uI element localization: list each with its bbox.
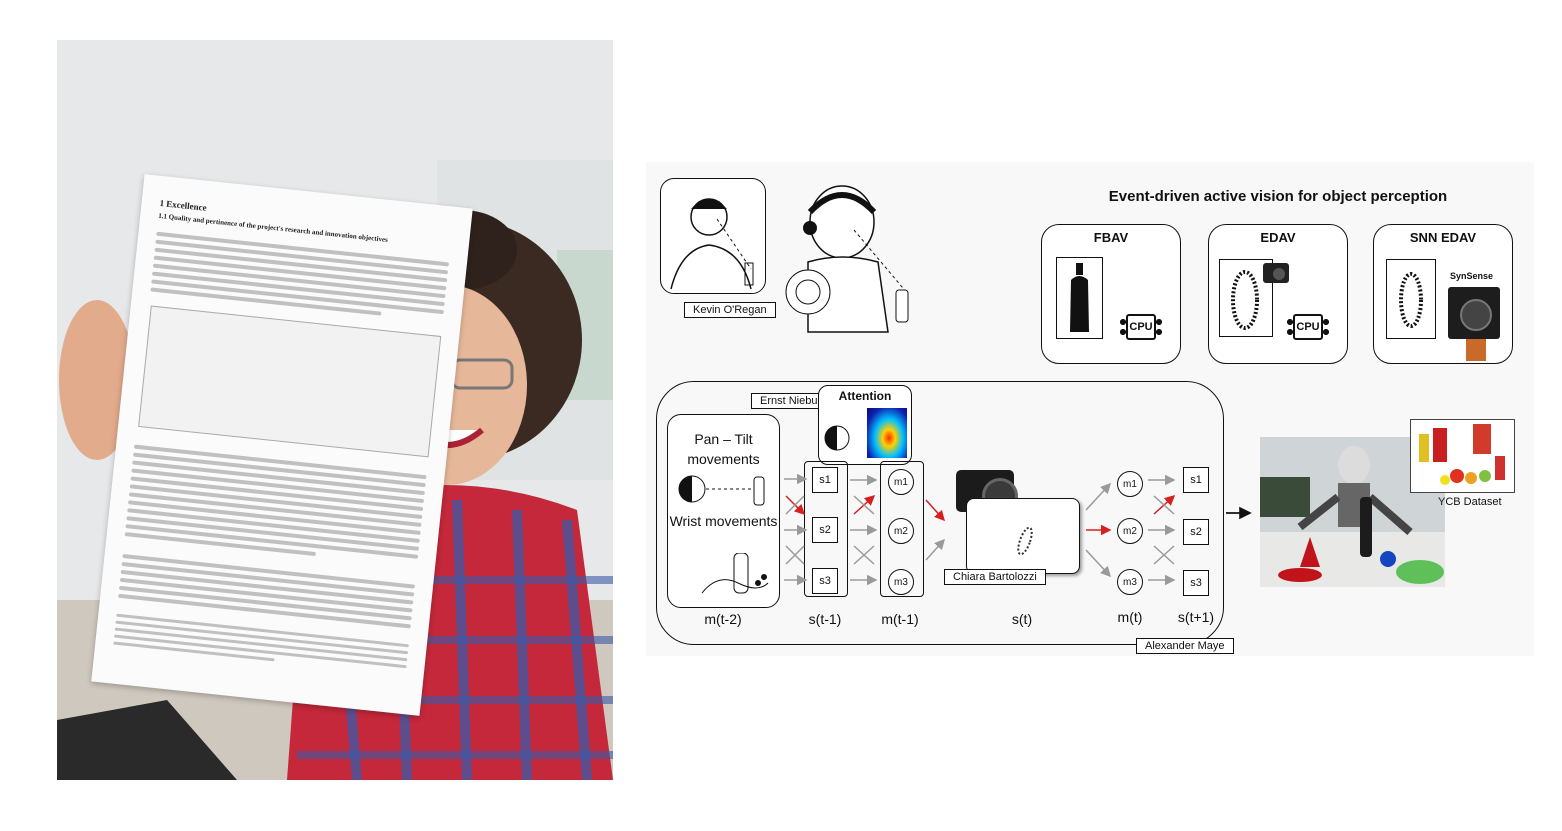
label-alexander-maye: Alexander Maye bbox=[1136, 638, 1234, 654]
event-frame-image bbox=[1219, 259, 1273, 337]
axis-label-s-t-1: s(t-1) bbox=[808, 611, 842, 627]
head-pan-tilt-icon bbox=[678, 475, 765, 506]
label-kevin-oregan: Kevin O'Regan bbox=[684, 302, 776, 318]
panel-snn-edav: SNN EDAV SynSense bbox=[1373, 224, 1513, 364]
node-m3-t: m3 bbox=[1117, 569, 1143, 595]
person-illustration-icon bbox=[670, 198, 754, 290]
attention-heatmap-image bbox=[867, 408, 907, 458]
hand-grasp-icon bbox=[701, 553, 769, 594]
ycb-objects-icon bbox=[1419, 424, 1505, 485]
ycb-dataset-image bbox=[1410, 419, 1515, 493]
label-ernst-niebur: Ernst Niebur bbox=[751, 393, 831, 409]
axis-label-m-t-2: m(t-2) bbox=[704, 611, 742, 627]
node-s3-t+1: s3 bbox=[1183, 570, 1209, 596]
transition-arrows bbox=[784, 473, 1252, 586]
synsense-logo: SynSense bbox=[1450, 271, 1494, 281]
event-pointcloud-icon bbox=[1231, 270, 1259, 330]
photo-researcher-holding-paper: 1 Excellence 1.1 Quality and pertinence … bbox=[57, 40, 613, 780]
panel-snn-edav-title: SNN EDAV bbox=[1409, 230, 1477, 245]
robot-illustration-icon bbox=[785, 185, 909, 333]
node-m2-t-1: m2 bbox=[888, 518, 914, 544]
pan-tilt-label: Pan – Tilt movements bbox=[687, 431, 760, 467]
label-chiara-bartolozzi: Chiara Bartolozzi bbox=[944, 569, 1046, 585]
ycb-dataset-label: YCB Dataset bbox=[1438, 496, 1502, 508]
wrist-label: Wrist movements bbox=[669, 513, 778, 529]
bottle-icon bbox=[1070, 263, 1089, 332]
node-s1-t-1: s1 bbox=[812, 467, 838, 493]
axis-label-s-t: s(t) bbox=[1011, 611, 1033, 627]
node-m1-t-1: m1 bbox=[888, 469, 914, 495]
attention-title: Attention bbox=[838, 389, 892, 403]
event-pointcloud-icon bbox=[1399, 272, 1423, 328]
event-camera-icon bbox=[1263, 263, 1289, 283]
frame-image bbox=[1056, 257, 1103, 339]
node-s1-t+1: s1 bbox=[1183, 467, 1209, 493]
node-s3-t-1: s3 bbox=[812, 568, 838, 594]
node-s2-t+1: s2 bbox=[1183, 519, 1209, 545]
diagram-title: Event-driven active vision for object pe… bbox=[1108, 188, 1448, 205]
paper-document: 1 Excellence 1.1 Quality and pertinence … bbox=[91, 174, 473, 716]
snn-chip-camera-icon bbox=[1448, 287, 1500, 339]
node-s2-t-1: s2 bbox=[812, 517, 838, 543]
panel-fbav: FBAV CPU bbox=[1041, 224, 1181, 364]
motor-group-t-1 bbox=[880, 461, 924, 597]
attention-box: Attention bbox=[818, 385, 912, 465]
node-m3-t-1: m3 bbox=[888, 569, 914, 595]
event-frame-image bbox=[1386, 259, 1436, 339]
axis-label-m-t-1: m(t-1) bbox=[881, 611, 919, 627]
panel-edav: EDAV CPU bbox=[1208, 224, 1348, 364]
cpu-icon: CPU bbox=[1120, 314, 1162, 340]
sensorimotor-loop-box bbox=[656, 381, 1224, 645]
axis-label-m-t: m(t) bbox=[1117, 609, 1143, 625]
cpu-icon: CPU bbox=[1287, 314, 1329, 340]
panel-fbav-title: FBAV bbox=[1093, 230, 1129, 245]
flex-cable-icon bbox=[1466, 339, 1486, 361]
node-m1-t: m1 bbox=[1117, 471, 1143, 497]
movements-box: Pan – Tilt movements Wrist movements bbox=[667, 414, 780, 608]
head-attention-icon bbox=[824, 425, 850, 451]
node-m2-t: m2 bbox=[1117, 518, 1143, 544]
panel-edav-title: EDAV bbox=[1260, 230, 1296, 245]
kevin-portrait-box bbox=[660, 178, 766, 294]
paper-section-title: 1 Excellence bbox=[159, 197, 208, 213]
axis-label-s-t+1: s(t+1) bbox=[1177, 609, 1215, 625]
event-trace-icon bbox=[1017, 526, 1033, 556]
paper-figure bbox=[138, 305, 442, 458]
